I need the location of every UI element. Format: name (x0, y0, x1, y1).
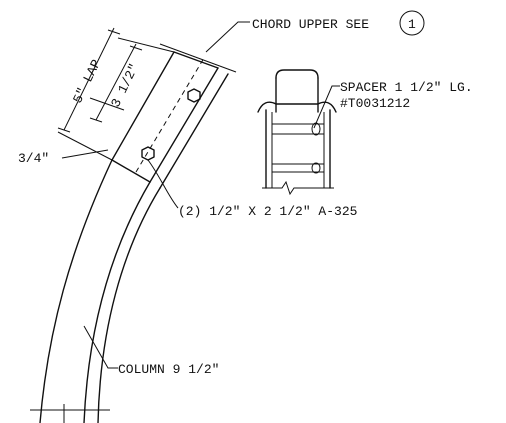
bolt-leader (147, 159, 179, 209)
chord-callout (205, 10, 425, 53)
dim-3-1-2-label: 3 1/2" (108, 61, 142, 110)
bolt-label: (2) 1/2" X 2 1/2" A-325 (178, 204, 357, 219)
column-leader (83, 325, 118, 369)
curved-column (30, 159, 161, 423)
section-detail (257, 69, 340, 196)
bolt-hexagons (141, 88, 201, 161)
bolt-lower (141, 146, 155, 161)
detail-ref-number: 1 (408, 17, 416, 32)
column-label: COLUMN 9 1/2" (118, 362, 219, 377)
lap-label: 5" LAP (70, 57, 104, 106)
detail-ref-circle (399, 10, 425, 36)
bolt-upper (187, 88, 201, 103)
spacer-part-number: #T0031212 (340, 96, 410, 111)
upper-chord (111, 43, 237, 189)
chord-upper-label: CHORD UPPER SEE (252, 17, 369, 32)
spacer-label: SPACER 1 1/2" LG. (340, 80, 473, 95)
lap-dimensions (57, 27, 175, 161)
dim-3-4-label: 3/4" (18, 151, 49, 166)
